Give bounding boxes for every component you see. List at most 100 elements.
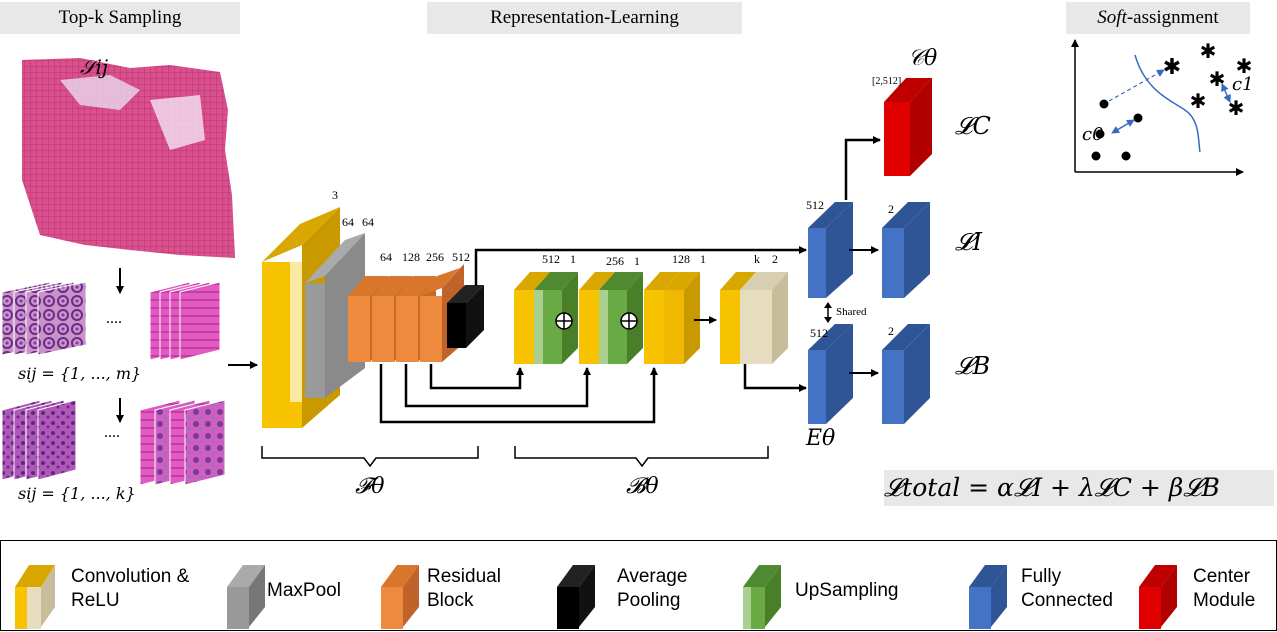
tile-stack-1 xyxy=(1,281,87,356)
legend-label-maxpool: MaxPool xyxy=(267,580,341,601)
dim-up-256: 256 xyxy=(606,254,624,268)
svg-text:✱: ✱ xyxy=(1190,89,1207,113)
legend-label-residual-2: Block xyxy=(427,590,474,611)
legend-swatch-fc xyxy=(969,565,1007,629)
dim-64a: 64 xyxy=(342,215,354,229)
s-ij-m-label: sij = {1, ..., m} xyxy=(18,364,142,383)
dim-up-128: 128 xyxy=(672,252,690,266)
legend-swatch-maxpool xyxy=(227,565,265,629)
legend-swatch-conv xyxy=(15,565,55,629)
legend-label-avgpool-2: Pooling xyxy=(617,590,681,611)
dots-2: .... xyxy=(104,424,120,441)
svg-text:✱: ✱ xyxy=(1163,55,1181,80)
fc-bottom-512 xyxy=(808,324,853,424)
shared-label: Shared xyxy=(836,306,867,318)
legend-item-fc: Fully Connected xyxy=(969,541,1129,632)
legend: Convolution & ReLU MaxPool Residual Bloc… xyxy=(0,540,1277,631)
header-topk-sampling: Top-k Sampling xyxy=(0,2,240,34)
header-representation-learning: Representation-Learning xyxy=(427,2,742,34)
legend-swatch-avgpool xyxy=(557,565,595,629)
legend-label-center-2: Module xyxy=(1193,590,1256,611)
dim-up-2: 2 xyxy=(772,252,778,266)
brace-encoder xyxy=(261,446,479,468)
legend-label-fc-2: Connected xyxy=(1021,590,1113,611)
center-label: 𝒞θ xyxy=(908,46,938,71)
legend-label-residual-1: Residual xyxy=(427,566,501,587)
dim-up-1a: 1 xyxy=(570,252,576,266)
fc-dim-2b: 2 xyxy=(888,324,894,338)
wsi-slide xyxy=(22,58,235,258)
legend-item-conv: Convolution & ReLU xyxy=(15,541,225,632)
loss-i: 𝓛I xyxy=(955,228,982,256)
bottleneck-arrow xyxy=(743,364,807,392)
dim-up-1b: 1 xyxy=(634,254,640,268)
svg-text:✱: ✱ xyxy=(1209,67,1226,91)
fc-dim-512a: 512 xyxy=(806,198,824,212)
svg-text:✱: ✱ xyxy=(1228,96,1245,120)
dim-up-k: k xyxy=(754,252,760,266)
fc-dim-2a: 2 xyxy=(888,202,894,216)
legend-label-upsampling: UpSampling xyxy=(795,580,899,601)
legend-item-residual: Residual Block xyxy=(381,541,531,632)
fc-dim-512b: 512 xyxy=(810,326,828,340)
dim-3: 3 xyxy=(332,188,338,202)
legend-swatch-upsampling xyxy=(743,565,781,629)
fc-top-2 xyxy=(882,202,930,298)
svg-text:✱: ✱ xyxy=(1200,39,1217,63)
skip-top-line xyxy=(474,246,807,286)
arrow-to-center xyxy=(844,136,881,200)
center-module xyxy=(884,78,932,176)
dim-128: 128 xyxy=(402,250,420,264)
tile-stack-4 xyxy=(139,399,226,486)
skip-2 xyxy=(404,364,591,408)
brace-bottleneck xyxy=(514,446,769,468)
header-soft-italic: Soft xyxy=(1097,7,1127,28)
dim-256: 256 xyxy=(426,250,444,264)
decoder-4 xyxy=(720,272,788,364)
tile-stack-3 xyxy=(1,399,77,481)
center-dim: [2,512] xyxy=(872,76,902,87)
legend-label-avgpool-1: Average xyxy=(617,566,688,587)
legend-label-center-1: Center xyxy=(1193,566,1251,587)
embedding-label: Eθ xyxy=(806,426,836,451)
legend-label-conv-1: Convolution & xyxy=(71,566,190,587)
svg-text:✱: ✱ xyxy=(1236,54,1253,78)
slide-label: 𝒮ij xyxy=(80,55,109,79)
decoder-1 xyxy=(514,272,578,364)
skip-3 xyxy=(379,364,658,424)
dim-up-512: 512 xyxy=(542,252,560,266)
dim-64b: 64 xyxy=(362,215,374,229)
soft-assignment-plot: ✱ ✱ ✱ ✱ ✱ ✱ xyxy=(1071,39,1253,176)
tile-stack-2 xyxy=(149,281,221,361)
header-soft-rest: -assignment xyxy=(1126,7,1219,28)
loss-total: 𝓛total = α𝓛I + λ𝓛C + β𝓛B xyxy=(884,470,1274,506)
dots-1: .... xyxy=(106,310,122,327)
dim-up-1c: 1 xyxy=(700,252,706,266)
fc-top-512 xyxy=(808,202,853,298)
legend-item-upsampling: UpSampling xyxy=(743,541,943,632)
dim-64c: 64 xyxy=(380,250,392,264)
fc-bottom-2 xyxy=(882,324,930,424)
legend-swatch-residual xyxy=(381,565,419,629)
loss-c: 𝓛C xyxy=(955,112,991,140)
header-soft-assignment: Soft-assignment xyxy=(1066,2,1250,34)
legend-item-maxpool: MaxPool xyxy=(227,541,367,632)
legend-item-center: Center Module xyxy=(1139,541,1277,632)
skip-1 xyxy=(429,364,524,390)
s-ij-k-label: sij = {1, ..., k} xyxy=(18,484,136,503)
cluster-c1: c1 xyxy=(1232,74,1254,95)
decoder-3 xyxy=(644,272,700,364)
legend-label-conv-2: ReLU xyxy=(71,590,120,611)
dim-512: 512 xyxy=(452,250,470,264)
block-residual xyxy=(348,264,464,362)
legend-label-fc-1: Fully xyxy=(1021,566,1062,587)
bottleneck-label: 𝓑θ xyxy=(626,474,659,499)
legend-swatch-center xyxy=(1139,565,1177,629)
block-avgpool xyxy=(447,285,484,348)
encoder-label: 𝓕θ xyxy=(355,474,385,499)
decoder-2 xyxy=(579,272,643,364)
loss-b: 𝓛B xyxy=(955,352,991,380)
cluster-c0: c0 xyxy=(1082,124,1104,145)
legend-item-avgpool: Average Pooling xyxy=(557,541,717,632)
